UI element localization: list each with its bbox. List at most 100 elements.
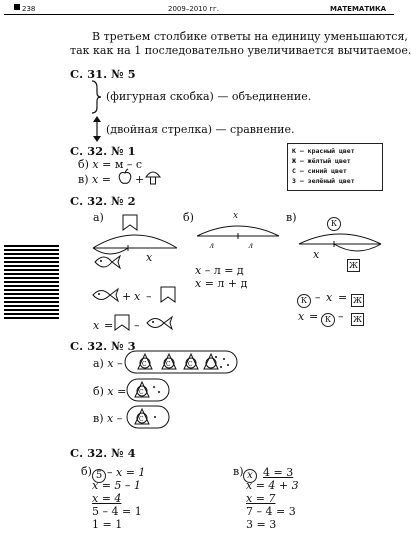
heading-s32-3: С. 32. № 3 (70, 339, 136, 353)
s32-2-v-x: x (313, 248, 320, 261)
s32-1-b: б) x = м – с (78, 158, 142, 171)
s32-2-b-eq2: x = л + д (195, 277, 247, 290)
s32-2-v-eq1-minus: – (315, 291, 321, 304)
s32-1-b-equation: = м – с (102, 158, 143, 171)
s32-4-v-line5: 3 = 3 (246, 518, 277, 531)
s32-2-a-eq1-x: x (134, 290, 141, 303)
apple-icon (118, 168, 132, 184)
color-legend: К — красный цвет Ж — жёлтый цвет С — син… (287, 143, 383, 191)
s32-2-a-x: x (146, 251, 153, 264)
legend-yellow: Ж — жёлтый цвет (292, 157, 351, 165)
fish-icon (92, 287, 119, 303)
s32-2-a-eq1-plus: + (122, 290, 132, 303)
s32-2-a-label: а) (93, 211, 104, 224)
C-label: С (139, 416, 144, 423)
s32-2-v-Zh-box: Ж (347, 255, 360, 274)
s32-3-b: б) x = (93, 385, 126, 398)
v-line1-text: 4 = 3 (263, 466, 294, 479)
var-x: x (106, 412, 114, 425)
s32-4-v-line1: 4 = 3 (263, 466, 293, 479)
minus: – (117, 357, 123, 370)
s32-2-v-eq2-eq: = (309, 310, 319, 323)
s32-2-a-eq1-minus: – (146, 290, 152, 303)
C-label: С (142, 361, 147, 368)
s32-3-v: в) x – (93, 412, 122, 425)
s32-3-v-set (126, 405, 170, 429)
s32-2-b-l1: л (209, 241, 215, 250)
s32-2-b-eq1: x – л = д (195, 264, 244, 277)
s32-3-b-set (126, 378, 170, 402)
label-a: а) (93, 357, 104, 370)
circled-K: К (327, 216, 341, 231)
var-x: x (195, 264, 202, 277)
legend-blue: С — синий цвет (292, 167, 347, 175)
s32-2-v-eq2-x: x (298, 310, 305, 323)
s32-2-v-eq1-x: x (326, 291, 333, 304)
s32-2-v-diagram (298, 233, 382, 252)
s32-2-a-eq2-minus: – (134, 319, 140, 332)
label-v: в) (93, 412, 104, 425)
s32-4-v-line2: x = 4 + 3 (246, 479, 299, 492)
C-label: С (139, 389, 144, 396)
curly-brace-icon (91, 80, 102, 114)
var-x: x (91, 173, 99, 186)
mushroom-icon (145, 171, 161, 185)
s32-3-a-set (124, 350, 238, 374)
equals-sign: = (101, 173, 111, 186)
flag-icon (114, 314, 130, 331)
s32-2-b-diagram (196, 225, 280, 239)
plus-sign: + (135, 173, 145, 186)
s32-2-a-eq2-x: x (93, 319, 100, 332)
var-x: x (107, 385, 114, 398)
heading-s32-1: С. 32. № 1 (70, 144, 136, 158)
s32-2-v-eq2-K: К (321, 309, 335, 328)
double-arrow-icon (93, 116, 101, 142)
label-v: в) (78, 173, 89, 186)
fish-icon (146, 315, 173, 331)
circled-K: К (321, 312, 335, 327)
s32-4-b-label: б) (81, 465, 92, 478)
s32-4-b-line3: x = 4 (92, 492, 122, 505)
s32-2-v-eq1-K: К (297, 290, 311, 309)
circled-5: 5 (92, 468, 106, 483)
heading-s32-2: С. 32. № 2 (70, 194, 136, 208)
s32-4-b-line4: 5 – 4 = 1 (92, 505, 142, 518)
s32-4-v-line3: x = 7 (246, 492, 276, 505)
s32-2-b-label: б) (183, 211, 194, 224)
s32-2-v-eq2-minus: – (338, 310, 344, 323)
s32-2-b-x-top: x (233, 211, 239, 221)
var-x: x (107, 357, 114, 370)
label-b: б) (93, 385, 104, 398)
s32-2-a-eq2-eq: = (104, 319, 114, 332)
years-label: 2009–2010 гг. (168, 5, 219, 13)
legend-green: З — зелёный цвет (292, 177, 355, 185)
label-b: б) (78, 158, 89, 171)
brace-description: (фигурная скобка) — объединение. (106, 90, 312, 103)
s32-4-b-line1: – x = 1 (107, 466, 146, 479)
minus: – (116, 412, 123, 425)
margin-stripes (4, 245, 59, 320)
s32-2-v-eq2-Zh: Ж (351, 309, 364, 328)
C-label: С (188, 361, 193, 368)
s32-4-b-line5: 1 = 1 (92, 518, 123, 531)
s32-2-v-label: в) (286, 211, 297, 224)
page-marker-square (14, 4, 20, 10)
page-number: 238 (22, 5, 36, 13)
s32-4-v-label: в) (233, 465, 244, 478)
circled-x: x (243, 468, 257, 483)
var-x: x (92, 158, 99, 171)
intro-line-1: В третьем столбике ответы на единицу уме… (92, 30, 408, 43)
s32-1-v: в) x = (78, 173, 111, 186)
s32-4-b-line2: x = 5 – 1 (92, 479, 141, 492)
s32-2-a-diagram (92, 214, 178, 270)
boxed-Zh: Ж (347, 259, 360, 272)
heading-s32-4: С. 32. № 4 (70, 446, 136, 460)
s32-2-v-K-top: К (327, 213, 341, 232)
eq2-text: = л + д (204, 277, 248, 290)
var-x: x (195, 277, 202, 290)
eq1-text: – л = д (204, 264, 244, 277)
s32-4-v-circle: x (243, 465, 257, 484)
arrow-description: (двойная стрелка) — сравнение. (106, 123, 295, 136)
flag-icon (160, 286, 176, 303)
intro-line-2: так как на 1 последовательно увеличивает… (70, 44, 411, 57)
